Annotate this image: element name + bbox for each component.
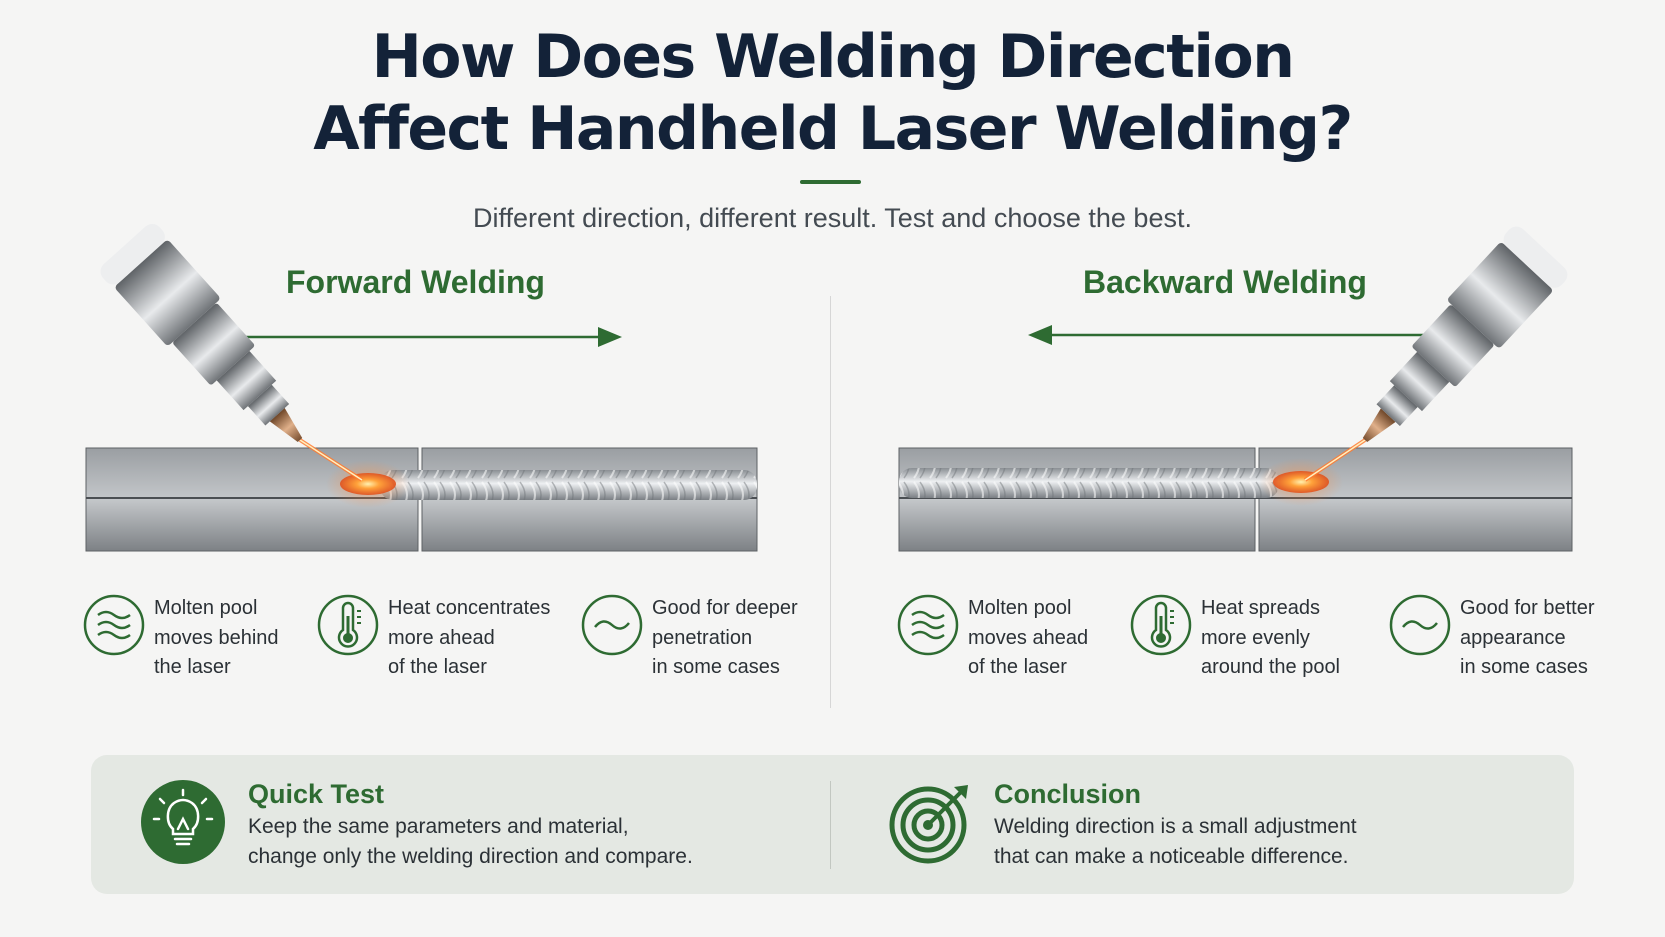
quick-test-line: change only the welding direction and co… [248,845,693,868]
conclusion-heading: Conclusion [994,779,1141,809]
thermometer-icon [1130,594,1192,656]
feature-line: penetration [652,626,753,649]
lightbulb-icon [141,780,225,864]
feature-line: more ahead [388,626,495,649]
wave-icon [1389,594,1451,656]
thermometer-icon [317,594,379,656]
section-divider [830,296,831,708]
feature-line: of the laser [968,656,1067,678]
feature-line: Heat spreads [1201,597,1320,619]
quick-test-heading: Quick Test [248,779,385,809]
target-icon [889,785,968,864]
forward-workpiece [85,447,758,552]
feature-line: Heat concentrates [388,597,551,619]
backward-welding-heading: Backward Welding [1083,264,1367,300]
feature-line: of the laser [388,656,487,678]
forward-direction-arrow [238,327,622,347]
forward-laser-torch [100,223,364,482]
feature-line: appearance [1460,626,1566,649]
feature-line: Molten pool [154,597,258,619]
summary-panel: Quick Test Keep the same parameters and … [91,755,1574,894]
conclusion-line: Welding direction is a small adjustment [994,815,1357,838]
page-title-line-1: How Does Welding Direction [371,22,1295,92]
conclusion-line: that can make a noticeable difference. [994,845,1349,868]
feature-line: around the pool [1201,656,1341,678]
page-title-line-2: Affect Handheld Laser Welding? [313,94,1353,164]
feature-line: in some cases [652,656,780,678]
feature-line: Good for deeper [652,597,798,619]
backward-workpiece [898,447,1573,552]
backward-direction-arrow [1028,325,1424,345]
quick-test-line: Keep the same parameters and material, [248,815,629,838]
molten-pool-icon [83,594,145,656]
feature-line: Good for better [1460,597,1595,619]
panel-divider [830,781,831,869]
quick-test-body: Keep the same parameters and material, c… [248,812,693,872]
title-underline [800,180,861,184]
backward-laser-torch [1303,226,1568,482]
feature-line: moves behind [154,626,279,649]
molten-pool-icon [897,594,959,656]
forward-welding-heading: Forward Welding [286,264,545,300]
page-subtitle: Different direction, different result. T… [473,203,1192,233]
wave-icon [581,594,643,656]
feature-line: moves ahead [968,626,1089,649]
feature-line: the laser [154,656,231,678]
feature-line: more evenly [1201,626,1310,649]
feature-line: Molten pool [968,597,1072,619]
feature-line: in some cases [1460,656,1588,678]
conclusion-body: Welding direction is a small adjustment … [994,812,1357,872]
